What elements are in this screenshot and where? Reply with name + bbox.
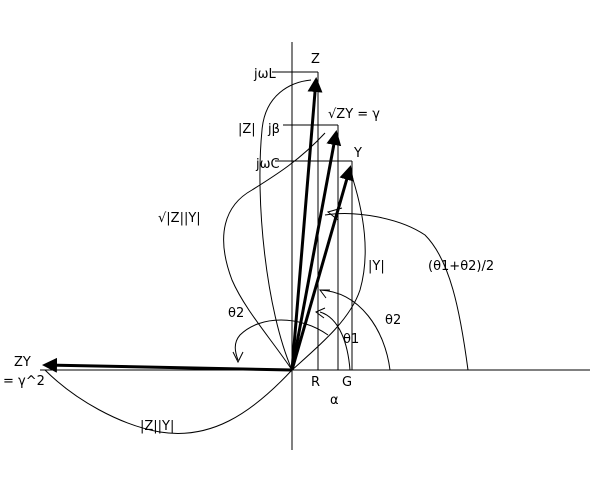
sqrt-abs-zy-label: √|Z||Y| xyxy=(158,211,201,226)
theta2-left-arrow xyxy=(232,351,244,364)
theta2-right-arrow xyxy=(319,289,330,299)
abs-z-label: |Z| xyxy=(238,122,256,137)
gamma-sq-label: = γ^2 xyxy=(3,374,45,389)
zy-label: ZY xyxy=(14,355,31,370)
sqrt-zy-gamma-label: √ZY = γ xyxy=(328,107,380,122)
abs-z-curve xyxy=(259,79,312,371)
jbeta-label: jβ xyxy=(267,122,280,137)
g-label: G xyxy=(342,375,352,390)
theta1-arc xyxy=(319,311,351,371)
r-label: R xyxy=(311,375,320,390)
half-theta-sum-curve xyxy=(324,213,469,371)
gamma-vector xyxy=(290,130,342,371)
theta2-right-label: θ2 xyxy=(385,313,401,328)
sqrt-abs-zy-curve xyxy=(223,132,326,371)
theta2-right-arc xyxy=(319,289,391,371)
half-theta-sum-arrow xyxy=(326,207,343,221)
theta1-label: θ1 xyxy=(343,332,359,347)
abs-y-curve xyxy=(291,169,366,371)
half-theta-sum-label: (θ1+θ2)/2 xyxy=(428,259,494,274)
jwc-label: jωC xyxy=(255,157,280,172)
theta1-inner-arrow xyxy=(315,307,326,319)
theta2-left-arc xyxy=(234,319,329,361)
jwl-label: jωL xyxy=(253,67,276,82)
abs-z-abs-y-label: |Z||Y| xyxy=(140,419,174,434)
alpha-label: α xyxy=(330,393,339,408)
abs-y-label: |Y| xyxy=(368,259,385,274)
theta2-left-label: θ2 xyxy=(228,306,244,321)
y-label: Y xyxy=(353,146,362,161)
y-vector xyxy=(290,165,354,371)
zy-vector xyxy=(42,357,293,373)
z-label: Z xyxy=(311,52,320,67)
abs-z-abs-y-curve xyxy=(44,369,293,434)
